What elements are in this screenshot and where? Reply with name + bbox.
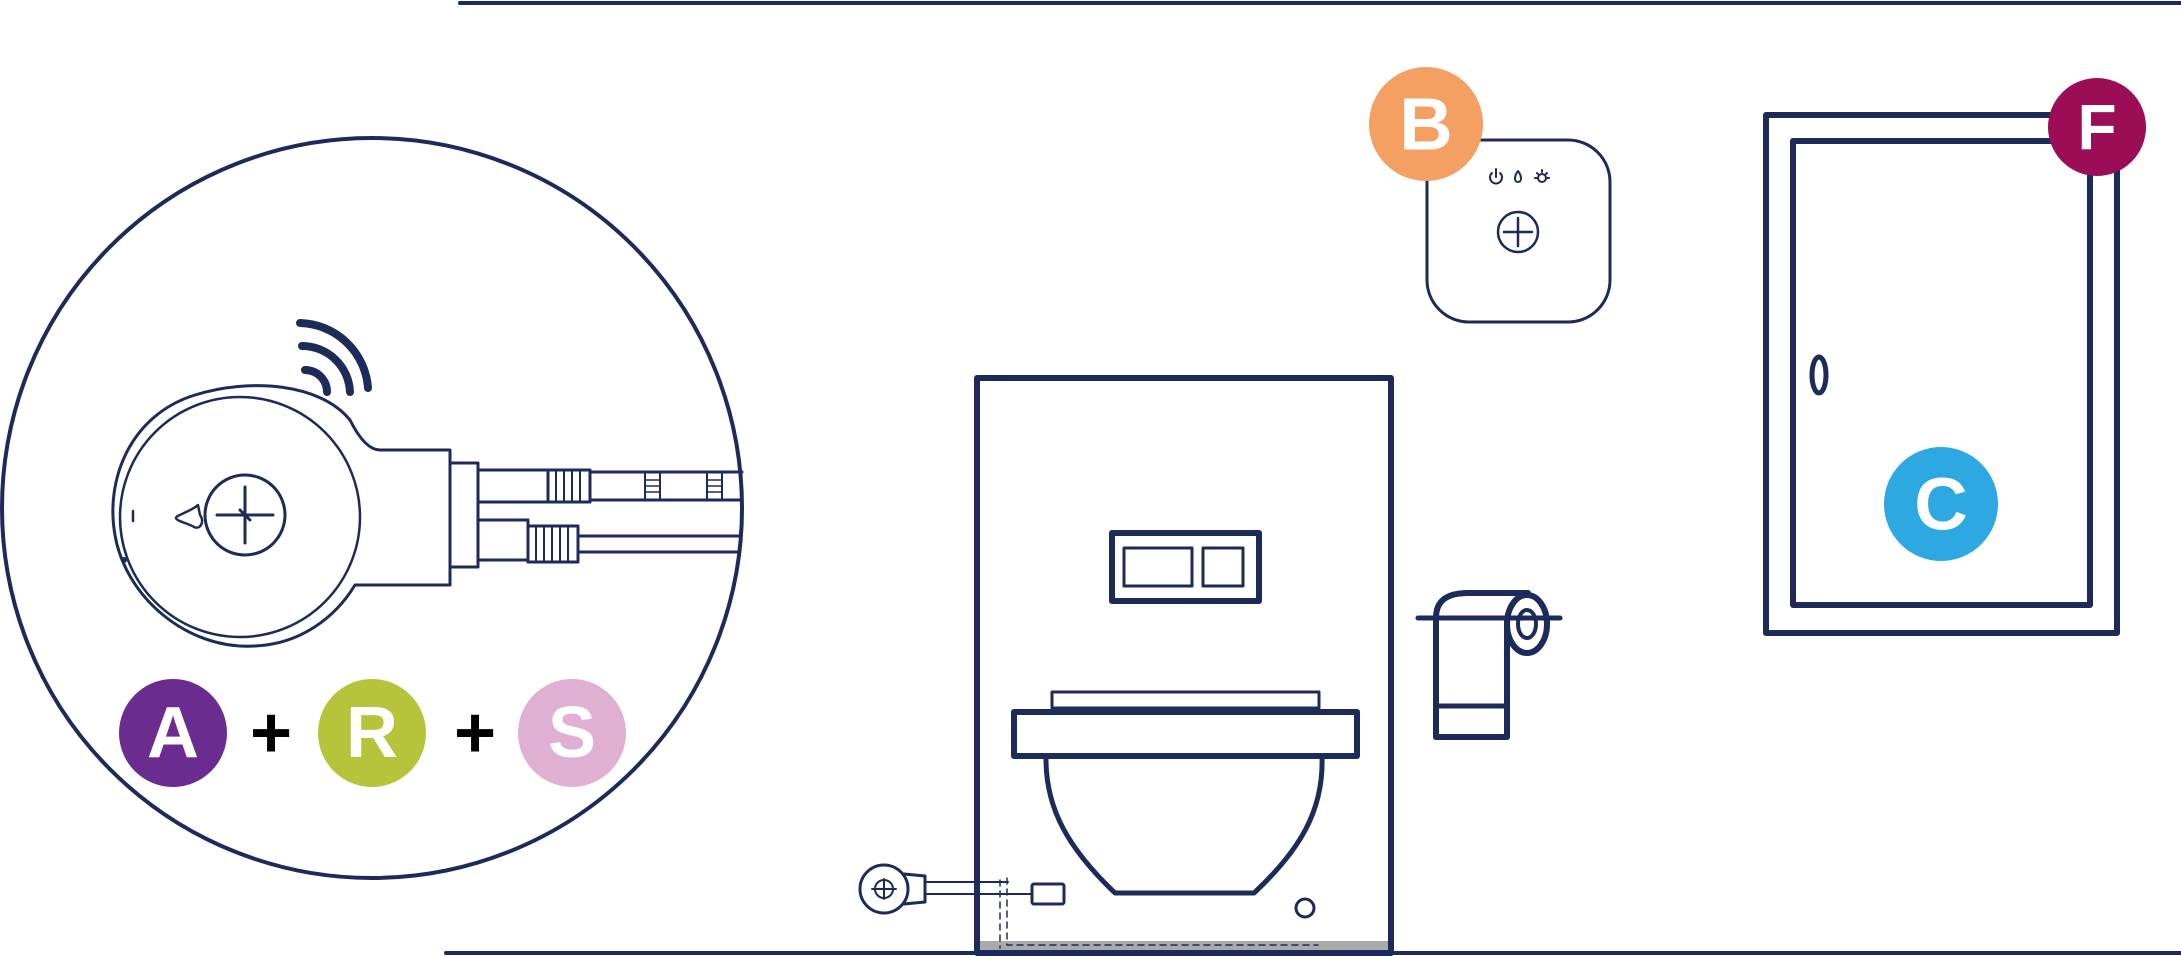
water-drop-icon xyxy=(174,503,204,529)
badge-f: F xyxy=(2048,78,2146,176)
plus-sign-2: + xyxy=(454,693,496,773)
zoom-detail-circle: A + R + S xyxy=(0,136,744,880)
plus-sign-1: + xyxy=(250,693,292,773)
badge-a: A xyxy=(119,679,227,787)
wifi-signal-icon xyxy=(296,319,372,396)
toilet-paper-holder-icon xyxy=(1415,590,1563,740)
light-icon xyxy=(1534,169,1550,183)
badge-r: R xyxy=(318,679,426,787)
badge-b-label: B xyxy=(1399,83,1452,166)
toilet-wall-unit xyxy=(974,375,1394,956)
badge-c: C xyxy=(1884,447,1998,561)
water-leak-sensor-icon xyxy=(111,384,744,648)
badge-s-label: S xyxy=(548,693,596,773)
water-drop-icon xyxy=(1514,170,1522,183)
badge-a-label: A xyxy=(147,693,199,773)
badge-c-label: C xyxy=(1914,463,1967,546)
badge-s: S xyxy=(518,679,626,787)
hub-device-icon xyxy=(1425,138,1612,324)
floor-strip xyxy=(978,941,1392,951)
power-icon xyxy=(1489,168,1503,185)
floor-sensor-icon xyxy=(858,863,1066,915)
door-handle xyxy=(1809,354,1829,396)
badge-r-label: R xyxy=(346,693,398,773)
badge-b: B xyxy=(1369,67,1483,181)
badge-f-label: F xyxy=(2077,91,2116,163)
door xyxy=(1763,112,2120,636)
